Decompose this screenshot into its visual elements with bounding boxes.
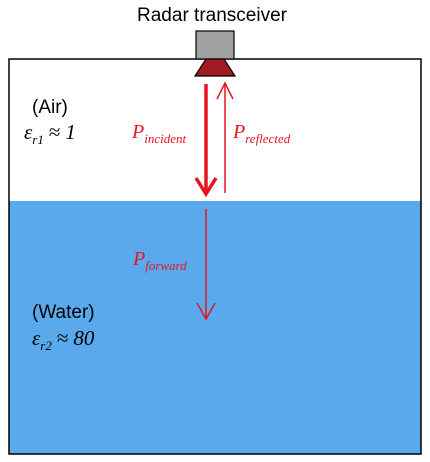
p-forward-subscript: forward	[145, 258, 187, 273]
p-forward-label: Pforward	[132, 248, 187, 273]
p-reflected-label: Preflected	[232, 121, 291, 146]
air-eps-value: 1	[65, 120, 76, 144]
p-reflected-symbol: P	[232, 121, 245, 143]
air-eps-subscript: r1	[32, 132, 44, 147]
p-forward-symbol: P	[132, 248, 145, 270]
transceiver-body	[195, 30, 235, 60]
water-eps-value: 80	[73, 326, 95, 350]
p-incident-label: Pincident	[131, 121, 186, 146]
forward-arrow	[196, 209, 216, 321]
air-eps-relation: ≈	[49, 120, 61, 144]
water-region	[9, 201, 421, 454]
water-eps-symbol: ε	[32, 326, 41, 350]
air-eps-symbol: ε	[24, 120, 33, 144]
p-incident-symbol: P	[131, 121, 144, 143]
air-label: (Air)	[32, 97, 68, 118]
incident-arrow	[194, 84, 218, 198]
air-permittivity: εr1 ≈1	[24, 120, 76, 147]
transceiver-title: Radar transceiver	[137, 5, 288, 26]
water-permittivity: εr2 ≈80	[32, 326, 95, 353]
reflected-arrow	[216, 81, 234, 193]
water-eps-subscript: r2	[40, 338, 52, 353]
p-incident-subscript: incident	[144, 131, 186, 146]
water-label: (Water)	[32, 302, 95, 323]
horn-antenna	[193, 58, 237, 77]
water-eps-relation: ≈	[57, 326, 69, 350]
p-reflected-subscript: reflected	[245, 131, 290, 146]
